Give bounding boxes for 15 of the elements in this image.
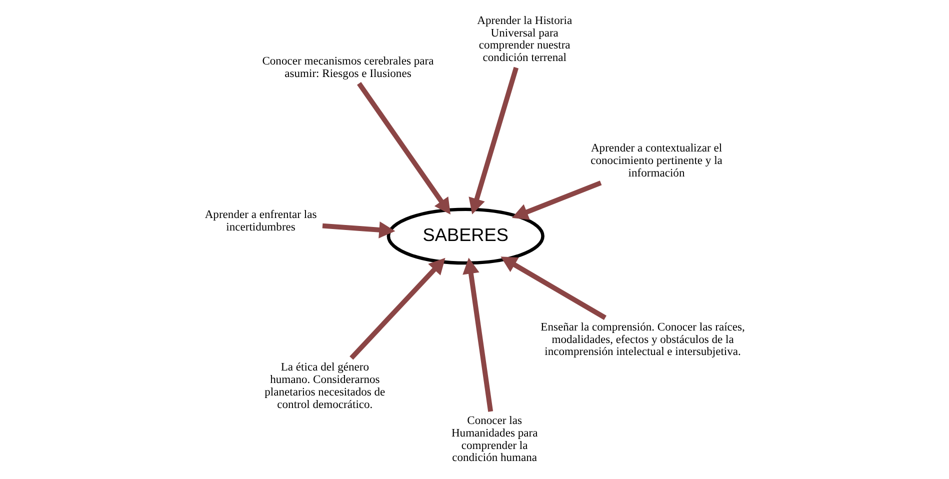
arrow [322, 222, 396, 238]
node-ellipse: SABERES [386, 208, 544, 265]
node-text: La ética del género humano. Considerarnos planetarios necesitados de control democrático. [264, 362, 386, 411]
node-text: Conocer las Humanidades para comprender la condición humana [451, 415, 538, 464]
node-text: Aprender a contextualizar el conocimiento pertinente y la información [590, 142, 722, 180]
node-text: Aprender a enfrentar las incertidumbres [204, 209, 317, 234]
arrow [350, 258, 446, 360]
node-text: Enseñar la comprensión. Conocer las raíces, modalidades, efectos y obstáculos de la incomprensión intelectual e intersubjetiva. [540, 321, 745, 358]
arrow [500, 256, 606, 320]
arrow [357, 82, 450, 214]
arrow [462, 258, 494, 412]
node-text: Aprender la Historia Universal para comprender nuestra condición terrenal [477, 14, 572, 64]
node-text: Conocer mecanismos cerebrales para asumir: Riesgos e Ilusiones [262, 55, 434, 80]
arrow [468, 66, 519, 214]
arrow [512, 180, 602, 220]
